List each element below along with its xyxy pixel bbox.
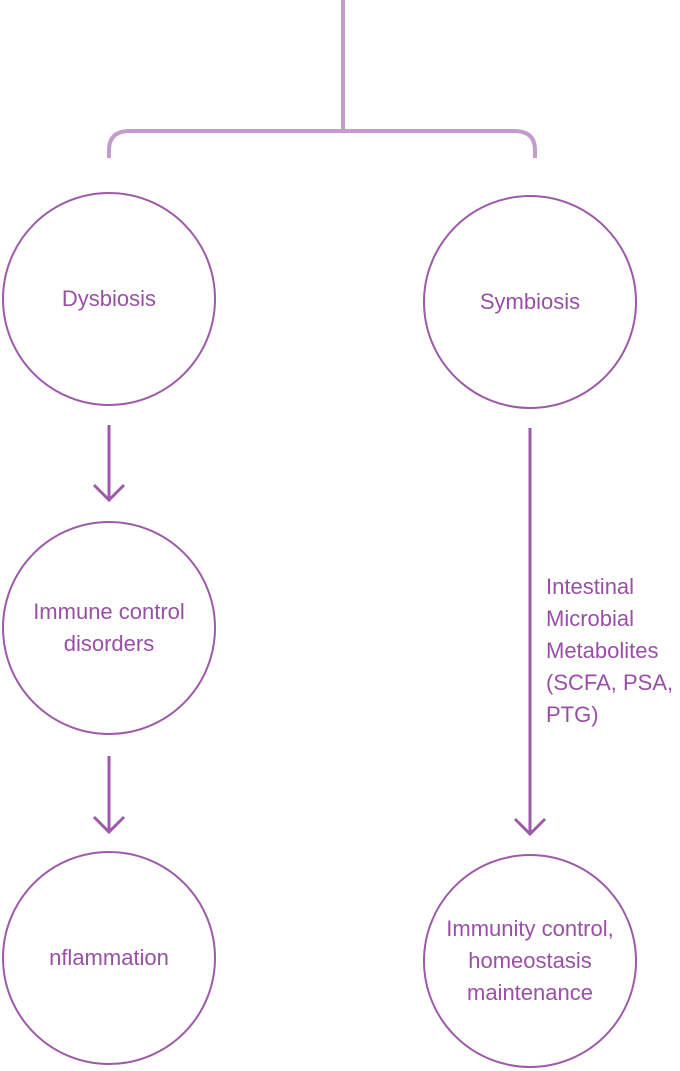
arrow-immune-disorders-to-inflammation <box>92 756 126 835</box>
node-immune-control-disorders-label: Immune control disorders <box>33 599 185 656</box>
node-symbiosis: Symbiosis <box>423 195 637 409</box>
node-inflammation-label: nflammation <box>49 945 169 970</box>
edge-label-metabolites: Intestinal Microbial Metabolites (SCFA, … <box>546 574 674 727</box>
node-inflammation: nflammation <box>2 851 216 1065</box>
node-symbiosis-label: Symbiosis <box>479 289 581 314</box>
node-immunity-control: Immunity control, homeostasis maintenanc… <box>423 854 637 1068</box>
top-connector-bracket <box>107 129 537 158</box>
arrow-symbiosis-to-immunity-control <box>513 428 547 837</box>
node-dysbiosis: Dysbiosis <box>2 192 216 406</box>
node-immunity-control-label: Immunity control, homeostasis maintenanc… <box>446 916 614 1005</box>
node-dysbiosis-label: Dysbiosis <box>61 286 157 311</box>
node-immune-control-disorders: Immune control disorders <box>2 521 216 735</box>
arrow-dysbiosis-to-immune-disorders <box>92 425 126 503</box>
